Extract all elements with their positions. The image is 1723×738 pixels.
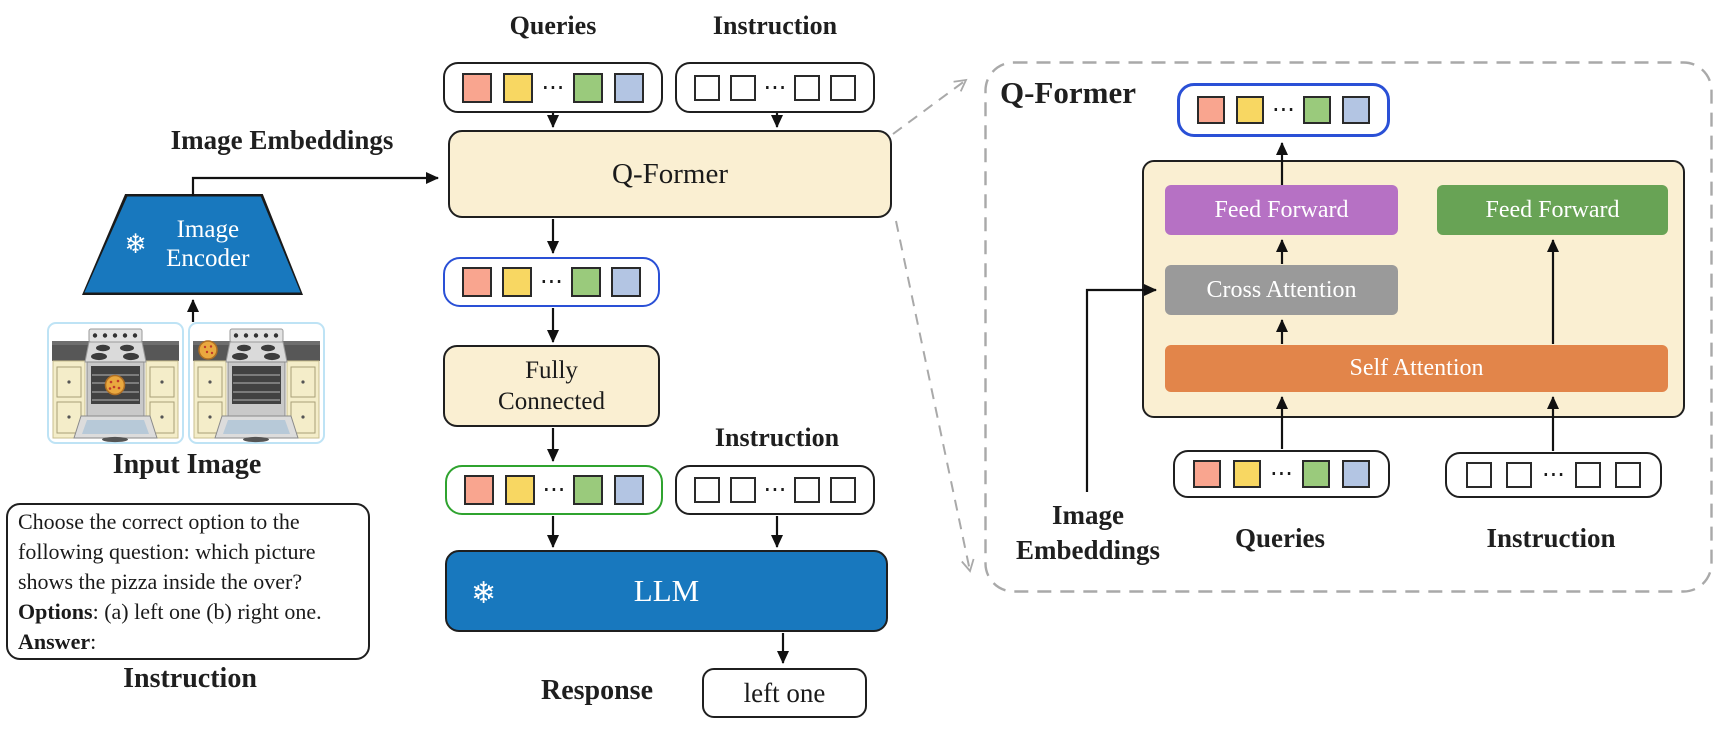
options-text: : (a) left one (b) right one.: [92, 599, 322, 624]
cross-attention-label: Cross Attention: [1206, 276, 1357, 303]
instruction-token-icon: [793, 477, 820, 503]
query-token-icon: [614, 475, 645, 505]
query-token-icon: [504, 475, 535, 505]
query-token-icon: [1193, 460, 1222, 488]
query-token-icon: [502, 267, 533, 297]
query-token-icon: [1302, 96, 1331, 124]
instruction-label-top: Instruction: [712, 11, 838, 40]
query-token-icon: [611, 267, 642, 297]
snowflake-icon: ❄: [471, 576, 497, 611]
query-token-icon: [503, 72, 534, 103]
ellipsis: ···: [1542, 461, 1565, 489]
query-token-icon: [462, 72, 493, 103]
pizza-icon: [104, 374, 126, 396]
pizza-icon: [198, 340, 218, 360]
panel-image-embeddings-label: Image Embeddings: [1015, 500, 1161, 566]
queries-token-row: ···: [443, 62, 663, 113]
response-label: Response: [540, 675, 653, 706]
self-attention-label: Self Attention: [1349, 355, 1484, 381]
ellipsis: ···: [763, 476, 787, 504]
instruction-label-mid: Instruction: [714, 423, 840, 452]
ellipsis: ···: [1272, 96, 1295, 124]
query-token-icon: [570, 267, 601, 297]
instruction-token-icon: [1466, 462, 1493, 488]
qformer-box-label: Q-Former: [612, 157, 728, 190]
panel-query-output-row: ···: [1177, 83, 1390, 137]
projected-token-row: ···: [445, 465, 663, 515]
options-label: Options: [18, 599, 93, 624]
self-attention-box: Self Attention: [1165, 345, 1668, 392]
ellipsis: ···: [542, 476, 566, 504]
instruction-token-icon: [1505, 462, 1532, 488]
query-token-icon: [613, 72, 644, 103]
query-output-token-row: ···: [443, 257, 660, 307]
instruction-token-icon: [830, 74, 857, 101]
query-token-icon: [461, 267, 492, 297]
instruction-token-icon: [730, 74, 757, 101]
panel-queries-label: Queries: [1235, 523, 1325, 553]
instruction-token-icon: [693, 74, 720, 101]
image-encoder-label: Image Encoder: [166, 215, 250, 272]
instruction-token-icon: [1575, 462, 1602, 488]
image-encoder-box: ❄ Image Encoder: [82, 194, 303, 295]
image-embeddings-label: Image Embeddings: [170, 125, 394, 155]
qformer-box: Q-Former: [448, 130, 892, 218]
llm-box-label: LLM: [633, 573, 700, 608]
answer-text: :: [90, 629, 97, 654]
snowflake-icon: ❄: [124, 229, 147, 260]
instruction-token-icon: [1614, 462, 1641, 488]
queries-label-top: Queries: [509, 11, 597, 40]
qformer-panel-title: Q-Former: [1000, 75, 1136, 110]
zoom-link-dashed-arrow-bottom: [895, 220, 975, 573]
ellipsis: ···: [541, 73, 565, 102]
query-token-icon: [1301, 460, 1330, 488]
query-token-icon: [1233, 460, 1262, 488]
instruction-prompt-body: Choose the correct option to the followi…: [18, 509, 316, 594]
ellipsis: ···: [763, 73, 787, 102]
query-token-icon: [463, 475, 494, 505]
input-image-label: Input Image: [112, 449, 262, 480]
query-token-icon: [1341, 460, 1370, 488]
instruction-token-icon: [730, 477, 757, 503]
instruction-token-icon: [793, 74, 820, 101]
feed-forward-left-box: Feed Forward: [1165, 185, 1398, 235]
input-image-right: [188, 322, 325, 444]
cross-attention-box: Cross Attention: [1165, 265, 1398, 315]
instruction-caption: Instruction: [123, 663, 257, 694]
feed-forward-left-label: Feed Forward: [1214, 196, 1349, 223]
arrow-image-embeddings-to-qformer: [191, 172, 439, 196]
instruction-token-icon: [830, 477, 857, 503]
response-value: left one: [743, 677, 826, 708]
instruction-prompt-box: Choose the correct option to the followi…: [6, 503, 370, 660]
answer-label: Answer: [18, 629, 91, 654]
query-token-icon: [1341, 96, 1370, 124]
feed-forward-right-label: Feed Forward: [1485, 196, 1620, 223]
query-token-icon: [573, 475, 604, 505]
query-token-icon: [1197, 96, 1226, 124]
instruction-token-icon: [693, 477, 720, 503]
panel-queries-row: ···: [1173, 450, 1390, 498]
zoom-link-dashed-arrow-top: [892, 78, 968, 135]
llm-box: ❄ LLM: [445, 550, 888, 632]
instruction-token-row: ···: [675, 62, 875, 113]
ellipsis: ···: [1270, 460, 1293, 488]
instruction-token-row-mid: ···: [675, 465, 875, 515]
panel-instruction-row: ···: [1445, 452, 1662, 498]
panel-instruction-label: Instruction: [1486, 523, 1616, 553]
fully-connected-box: Fully Connected: [443, 345, 660, 427]
query-token-icon: [1236, 96, 1265, 124]
input-image-left: [47, 322, 184, 444]
response-box: left one: [702, 668, 867, 718]
feed-forward-right-box: Feed Forward: [1437, 185, 1668, 235]
fully-connected-label: Fully Connected: [498, 356, 605, 415]
ellipsis: ···: [540, 268, 563, 296]
query-token-icon: [572, 72, 603, 103]
